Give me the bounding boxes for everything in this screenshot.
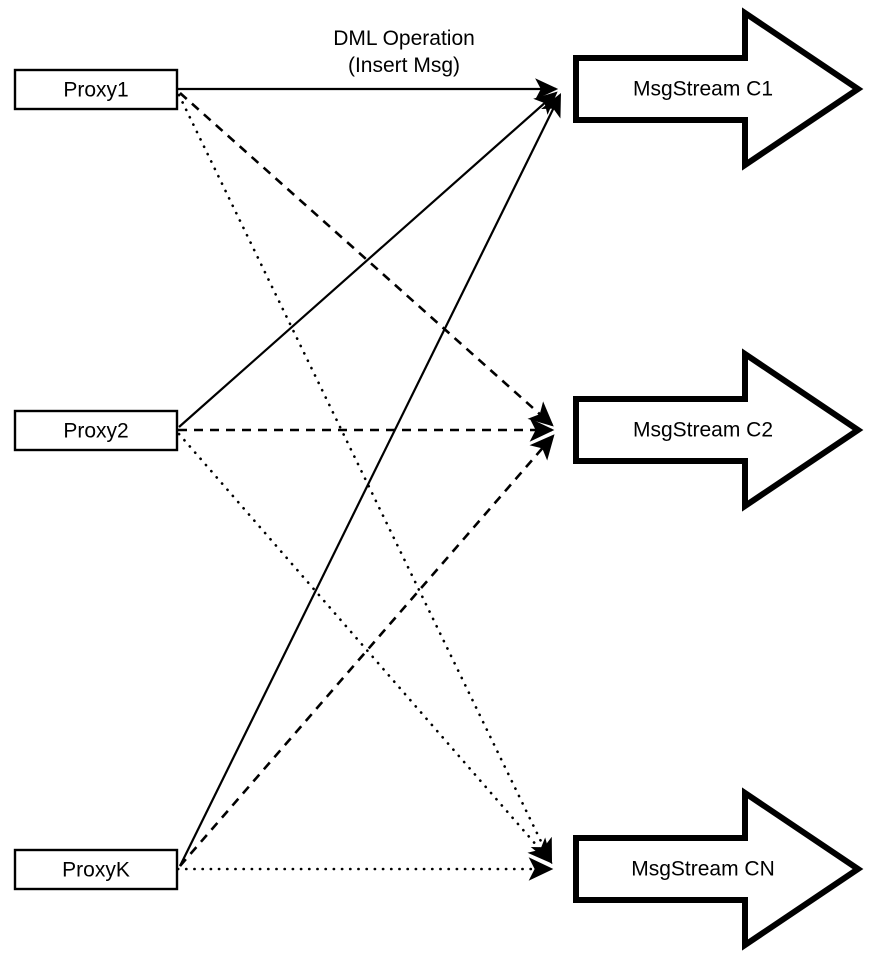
stream-c2-label: MsgStream C2 bbox=[633, 419, 773, 442]
proxy2-label: Proxy2 bbox=[63, 420, 128, 443]
proxy-node-proxyk[interactable]: ProxyK bbox=[13, 848, 179, 891]
proxy1-label: Proxy1 bbox=[63, 79, 128, 102]
stream-c1-label: MsgStream C1 bbox=[633, 78, 773, 101]
stream-cn-label: MsgStream CN bbox=[631, 858, 775, 881]
msgstream-node-c1[interactable]: MsgStream C1 bbox=[573, 7, 864, 171]
edge-annotation-dml: DML Operation (Insert Msg) bbox=[333, 27, 475, 77]
edge-proxyk-to-stream-c1 bbox=[179, 93, 561, 867]
stream-c1-arrow-shape[interactable] bbox=[573, 7, 864, 171]
edge-proxy1-to-stream-cn bbox=[177, 93, 553, 865]
stream-c2-arrow-shape[interactable] bbox=[573, 348, 864, 512]
proxy2-box[interactable] bbox=[13, 409, 179, 452]
edge-proxy1-to-stream-c2 bbox=[179, 92, 554, 427]
annotation-line-2: (Insert Msg) bbox=[348, 54, 460, 77]
proxy-node-proxy1[interactable]: Proxy1 bbox=[13, 68, 179, 111]
annotation-line-1: DML Operation bbox=[333, 27, 475, 50]
proxy-node-proxy2[interactable]: Proxy2 bbox=[13, 409, 179, 452]
msgstream-node-cn[interactable]: MsgStream CN bbox=[573, 787, 864, 951]
edge-proxy2-to-stream-cn bbox=[177, 432, 553, 864]
proxyk-label: ProxyK bbox=[62, 859, 130, 882]
edge-group bbox=[176, 78, 561, 881]
edge-proxy2-to-stream-c1 bbox=[178, 91, 558, 428]
msgstream-node-c2[interactable]: MsgStream C2 bbox=[573, 348, 864, 512]
proxy1-box[interactable] bbox=[13, 68, 179, 111]
proxyk-box[interactable] bbox=[13, 848, 179, 891]
stream-cn-arrow-shape[interactable] bbox=[573, 787, 864, 951]
